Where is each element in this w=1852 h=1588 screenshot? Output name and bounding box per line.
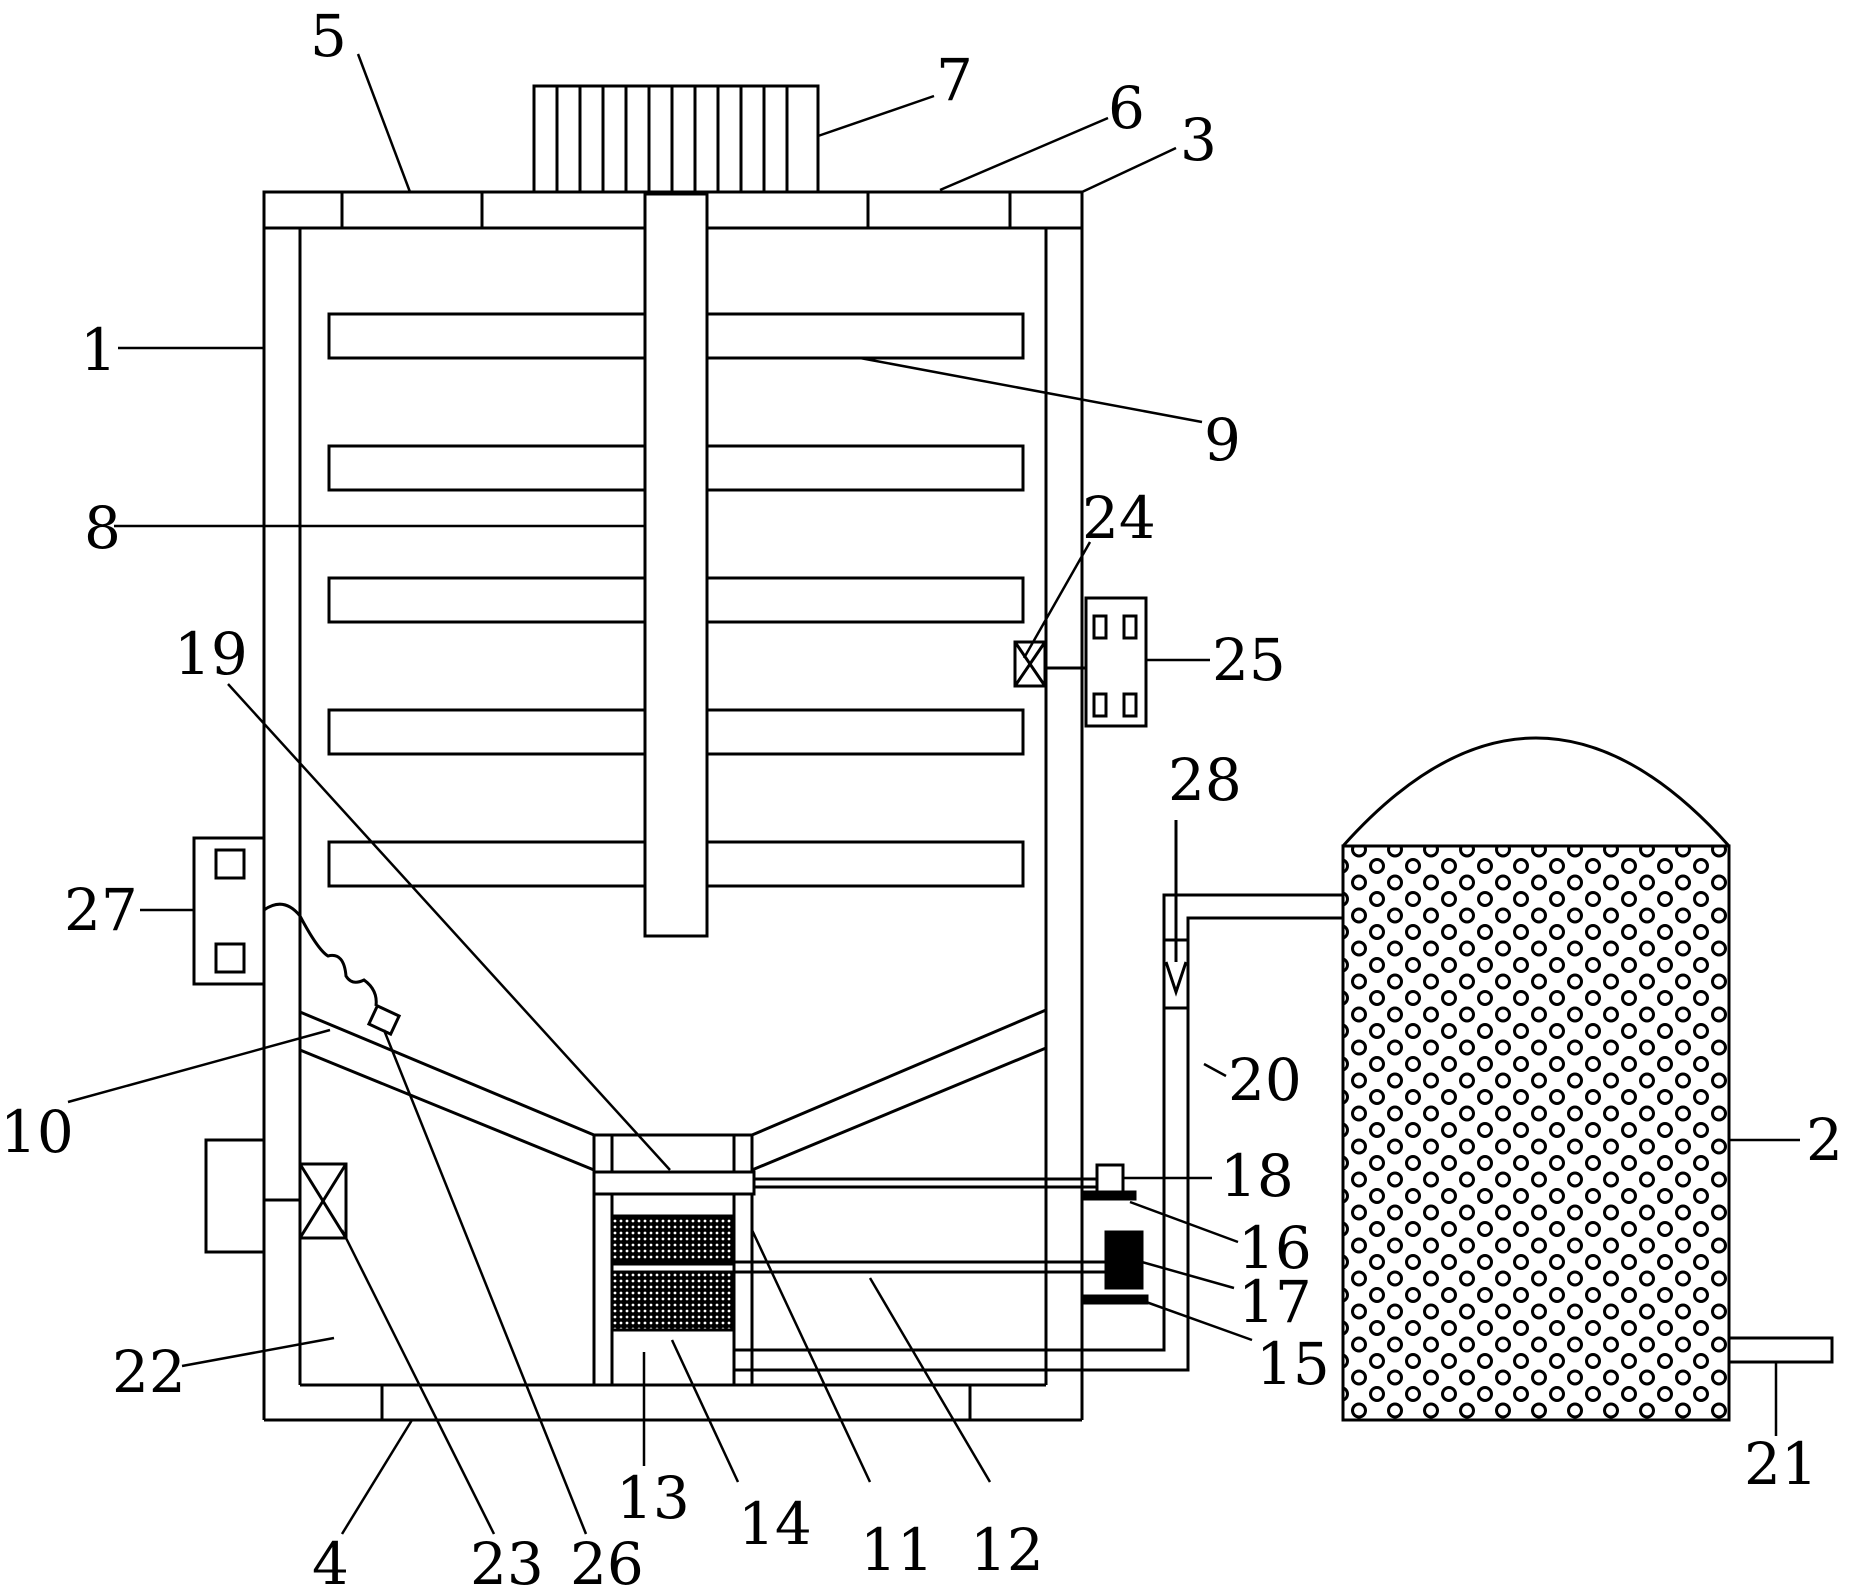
leader-lines: [67, 53, 1800, 1535]
label-11: 11: [860, 1516, 934, 1584]
label-12: 12: [970, 1516, 1044, 1584]
upper-drive-rod: [592, 1170, 1098, 1196]
label-23: 23: [470, 1530, 544, 1588]
drive-assembly: [1083, 1163, 1149, 1305]
probe-26: [263, 902, 402, 1037]
label-17: 17: [1238, 1268, 1312, 1336]
label-16: 16: [1238, 1214, 1312, 1282]
label-18: 18: [1220, 1142, 1294, 1210]
label-2: 2: [1806, 1106, 1843, 1174]
label-7: 7: [936, 46, 973, 114]
label-3: 3: [1180, 106, 1217, 174]
label-19: 19: [174, 620, 248, 688]
tank-base: [380, 1385, 972, 1420]
label-25: 25: [1212, 626, 1286, 694]
label-22: 22: [112, 1338, 186, 1406]
label-28: 28: [1168, 746, 1242, 814]
check-valve: [1162, 820, 1190, 1010]
label-14: 14: [738, 1490, 812, 1558]
label-24: 24: [1082, 484, 1156, 552]
label-4: 4: [312, 1530, 349, 1588]
label-27: 27: [64, 876, 138, 944]
label-15: 15: [1256, 1330, 1330, 1398]
heater-23: [204, 1138, 348, 1254]
control-box-25: [1084, 596, 1148, 728]
label-8: 8: [84, 494, 121, 562]
lower-drive-rod: [612, 1260, 1106, 1274]
storage-tank: [1341, 736, 1731, 1422]
label-13: 13: [616, 1464, 690, 1532]
filter-media: [610, 1214, 736, 1332]
control-box-27: [192, 836, 266, 986]
label-6: 6: [1108, 74, 1145, 142]
label-10: 10: [0, 1098, 74, 1166]
discharge-pipe: [734, 893, 1343, 1372]
label-26: 26: [570, 1530, 644, 1588]
outlet-pipe: [1729, 1336, 1834, 1364]
label-20: 20: [1228, 1046, 1302, 1114]
stirring-shaft: [643, 192, 709, 938]
label-21: 21: [1744, 1430, 1818, 1498]
funnel-plate: [299, 1008, 1047, 1172]
sensor-24: [1013, 640, 1086, 688]
label-5: 5: [310, 2, 347, 70]
stirring-motor: [532, 84, 820, 194]
label-9: 9: [1204, 406, 1241, 474]
stirring-blades: [327, 312, 1025, 888]
label-1: 1: [80, 316, 117, 384]
